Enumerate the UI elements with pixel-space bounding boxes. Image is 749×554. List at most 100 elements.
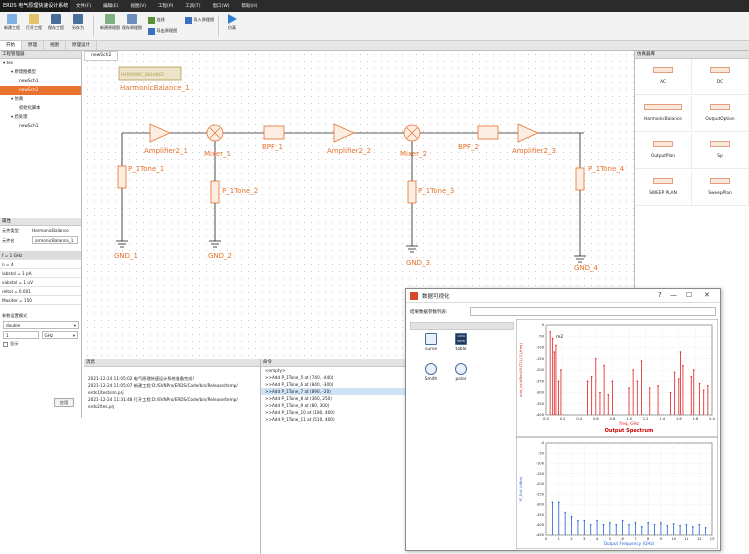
unit-select[interactable]: GHz▾ xyxy=(41,331,78,339)
simulate-button[interactable]: 仿真 xyxy=(222,14,242,31)
library-item[interactable]: AC xyxy=(635,59,692,95)
data-point xyxy=(669,391,672,394)
data-point xyxy=(560,369,562,371)
y-tick-label: -250 xyxy=(536,379,545,383)
export-icon xyxy=(148,27,155,35)
tree-item[interactable]: 初始化脚本 xyxy=(19,106,41,111)
x-tick-label: 7 xyxy=(634,537,636,541)
name-field[interactable]: armonicBalance_1 xyxy=(32,236,78,244)
mode-select[interactable]: double▾ xyxy=(3,321,79,329)
tree-item[interactable]: ▾ tes xyxy=(3,61,14,66)
tab-design[interactable]: 原理设计 xyxy=(66,41,97,50)
connect-icon xyxy=(148,16,155,24)
save-project-button[interactable]: 保存工程 xyxy=(46,14,66,31)
plot-type-smith[interactable]: Smith xyxy=(418,363,444,382)
library-item[interactable]: OutputPlan xyxy=(635,133,692,169)
tree-item[interactable]: newSch1 xyxy=(19,124,39,129)
show-checkbox[interactable] xyxy=(3,341,8,347)
chevron-down-icon: ▾ xyxy=(72,333,75,338)
plot-type-polar[interactable]: polar xyxy=(448,363,474,382)
result-list-label: 结果数据参数列表: xyxy=(410,310,448,315)
tree-item[interactable]: ▾ 原理图模型 xyxy=(11,70,37,75)
new-project-button[interactable]: 新建工程 xyxy=(2,14,22,31)
data-point xyxy=(549,330,551,333)
menu-edit[interactable]: 编辑(E) xyxy=(103,4,119,9)
menu-view[interactable]: 视图(V) xyxy=(130,4,147,9)
tree-item[interactable]: ▾ 仿真 xyxy=(11,97,24,102)
message-title: 消息 xyxy=(84,359,260,367)
param-row[interactable]: vabstol = 1 uV xyxy=(0,278,81,287)
import-schematic-button[interactable]: 导入原理图 xyxy=(185,15,214,25)
param-row[interactable]: reltol = 0.001 xyxy=(0,287,81,296)
connect-button[interactable]: 连线 xyxy=(148,15,165,25)
param-row[interactable]: n = 4 xyxy=(0,260,81,269)
close-button[interactable]: ✕ xyxy=(704,291,710,299)
x-tick-label: 4 xyxy=(596,537,599,541)
tree-item[interactable]: ▾ 后处理 xyxy=(11,115,28,120)
y-axis-label: IF_Out (dBm) xyxy=(518,476,523,501)
tree-item[interactable]: newSch1 xyxy=(19,79,39,84)
menu-project[interactable]: 工程(P) xyxy=(158,4,174,9)
menu-window[interactable]: 窗口(W) xyxy=(212,4,230,9)
menu-tools[interactable]: 工具(T) xyxy=(185,4,201,9)
data-point xyxy=(692,526,694,528)
tab-view[interactable]: 视图 xyxy=(44,41,66,50)
library-item[interactable]: OutputOption xyxy=(692,96,749,132)
apply-button[interactable]: 应用 xyxy=(54,398,74,407)
command-line[interactable]: >>Add P_1Tone_11 at (510, 400) xyxy=(265,417,335,422)
save-as-button[interactable]: 另存为 xyxy=(68,14,88,31)
data-point xyxy=(698,523,701,526)
component-icon xyxy=(644,104,682,110)
library-item[interactable]: SWEEP PLAN xyxy=(635,170,692,206)
toolbar-separator xyxy=(93,15,94,37)
command-line[interactable]: <empty> xyxy=(265,368,286,373)
result-list-select[interactable] xyxy=(470,307,716,316)
command-line[interactable]: >>Add P_1Tone_8 at (360, 250) xyxy=(265,396,332,401)
open-project-button[interactable]: 打开工程 xyxy=(24,14,44,31)
app-title: ERDS 电气原理快速设计系统 xyxy=(0,0,70,12)
ribbon-tabs: 开始 原理 视图 原理设计 xyxy=(0,41,749,51)
menu-file[interactable]: 文件(F) xyxy=(76,4,92,9)
y-tick-label: -300 xyxy=(536,503,545,507)
save-schematic-button[interactable]: 保存原理图 xyxy=(122,14,142,31)
param-row[interactable]: f = 1 GHz xyxy=(0,251,81,260)
param-row[interactable]: iabstol = 1 pA xyxy=(0,269,81,278)
plot-type-curve[interactable]: curve xyxy=(418,333,444,352)
data-point xyxy=(599,391,601,394)
library-item[interactable]: DC xyxy=(692,59,749,95)
export-schematic-button[interactable]: 导出原理图 xyxy=(148,26,177,36)
tab-schematic[interactable]: 原理 xyxy=(22,41,44,50)
canvas-tab[interactable]: newSch2 xyxy=(84,51,119,61)
tree-item[interactable]: newSch2 xyxy=(0,86,81,95)
help-icon[interactable]: ? xyxy=(658,291,662,299)
library-item[interactable]: SweepPlan xyxy=(692,170,749,206)
value-field[interactable]: 1 xyxy=(3,331,39,339)
maximize-button[interactable]: ☐ xyxy=(686,291,693,299)
new-schematic-button[interactable]: 新建原理图 xyxy=(100,14,120,31)
folder-icon: ▾ xyxy=(3,61,7,66)
amplifier-2-3-symbol xyxy=(517,123,539,143)
x-tick-label: 10 xyxy=(671,537,676,541)
value-row: 1 GHz▾ xyxy=(3,331,78,339)
data-point xyxy=(555,344,557,347)
data-point xyxy=(636,380,639,383)
command-line[interactable]: >>Add P_1Tone_10 at (180, 400) xyxy=(265,410,335,415)
y-tick-label: -400 xyxy=(536,523,545,527)
library-item[interactable]: Sp xyxy=(692,133,749,169)
component-icon xyxy=(653,67,673,73)
library-item[interactable]: HarmonicBalance xyxy=(635,96,692,132)
command-line[interactable]: >>Add P_1Tone_9 at (80, 300) xyxy=(265,403,330,408)
data-point xyxy=(673,371,676,374)
menu-help[interactable]: 帮助(H) xyxy=(241,4,258,9)
amplifier-2-2-symbol xyxy=(333,123,355,143)
y-tick-label: -50 xyxy=(538,451,545,455)
command-line[interactable]: >>Add P_1Tone_6 at (840, -300) xyxy=(265,382,334,387)
param-row[interactable]: Maxiter = 150 xyxy=(0,296,81,305)
command-line[interactable]: >>Add P_1Tone_5 at (740, -440) xyxy=(265,375,334,380)
port-1-symbol xyxy=(117,165,127,189)
minimize-button[interactable]: — xyxy=(670,291,677,299)
command-line[interactable]: >>Add P_1Tone_7 at (890, -20) xyxy=(261,388,407,395)
tab-start[interactable]: 开始 xyxy=(0,41,22,50)
data-point xyxy=(586,380,589,383)
